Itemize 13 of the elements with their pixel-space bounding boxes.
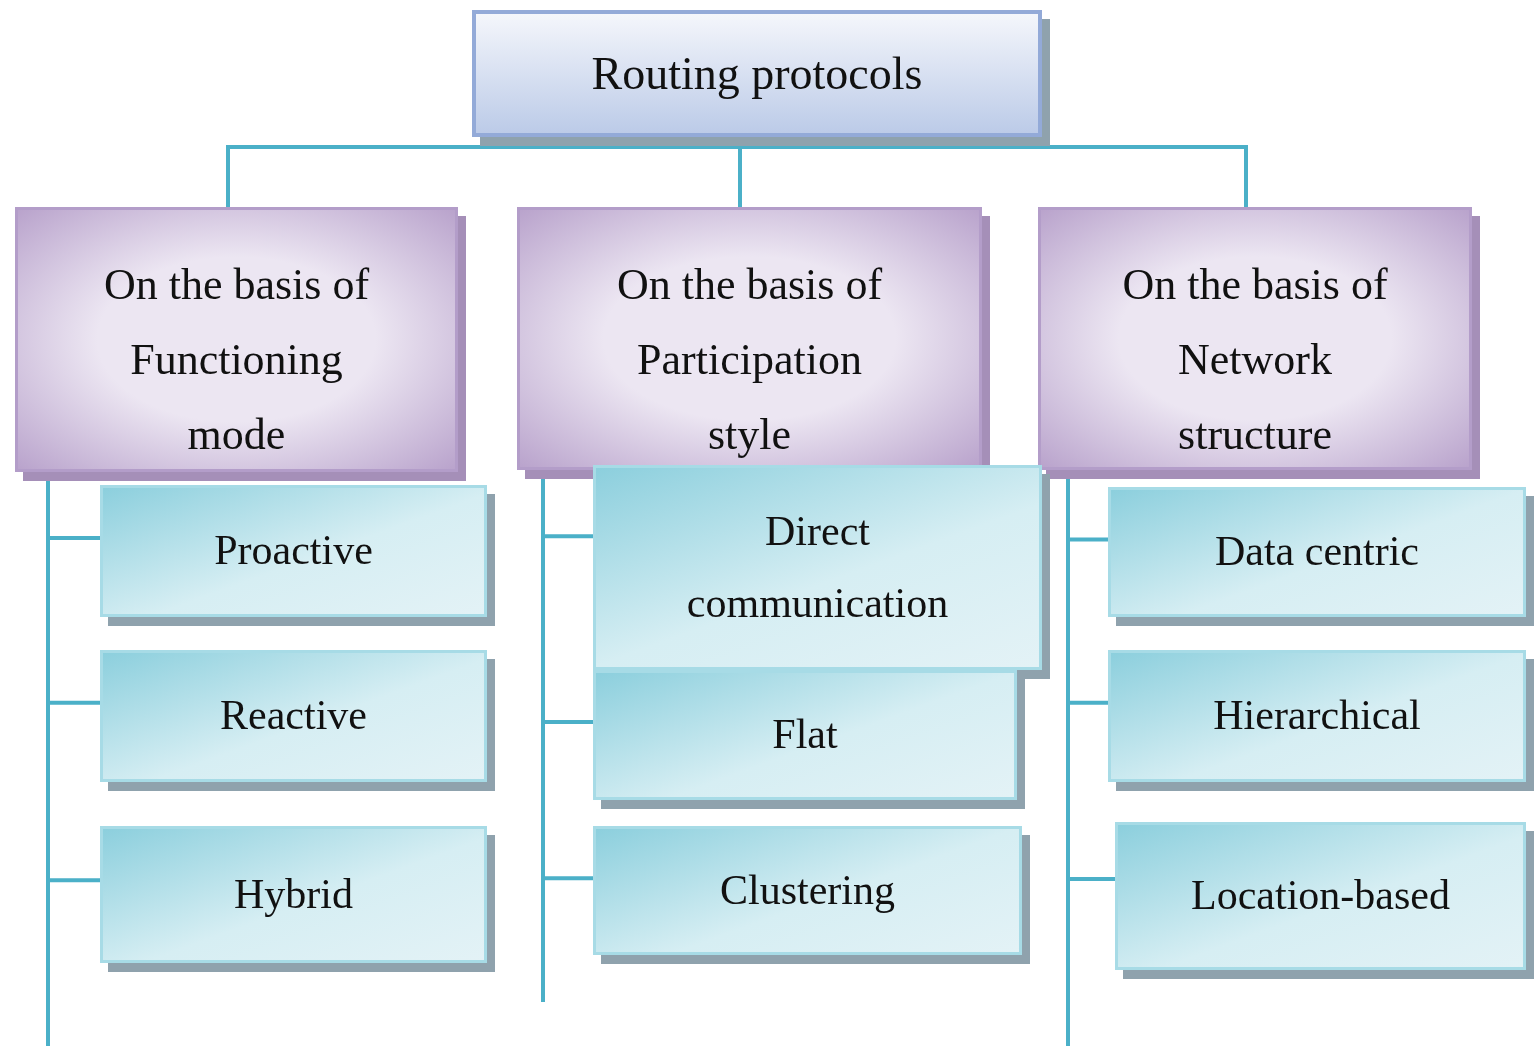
protocol-label: Flat — [772, 710, 838, 760]
category-label: On the basis of Functioning mode — [102, 259, 371, 461]
protocol-label: Reactive — [220, 691, 367, 741]
title-label: Routing protocols — [591, 47, 923, 100]
protocol-label: Hierarchical — [1213, 691, 1421, 741]
category-label: On the basis of Participation style — [615, 259, 884, 461]
protocol-label: Direct communication — [685, 507, 950, 628]
category-label: On the basis of Network structure — [1121, 259, 1389, 461]
protocol-label: Data centric — [1214, 527, 1419, 577]
protocol-label: Location-based — [1191, 871, 1450, 921]
protocol-label: Hybrid — [234, 869, 353, 919]
protocol-label: Clustering — [720, 865, 895, 915]
protocol-label: Proactive — [214, 526, 373, 576]
